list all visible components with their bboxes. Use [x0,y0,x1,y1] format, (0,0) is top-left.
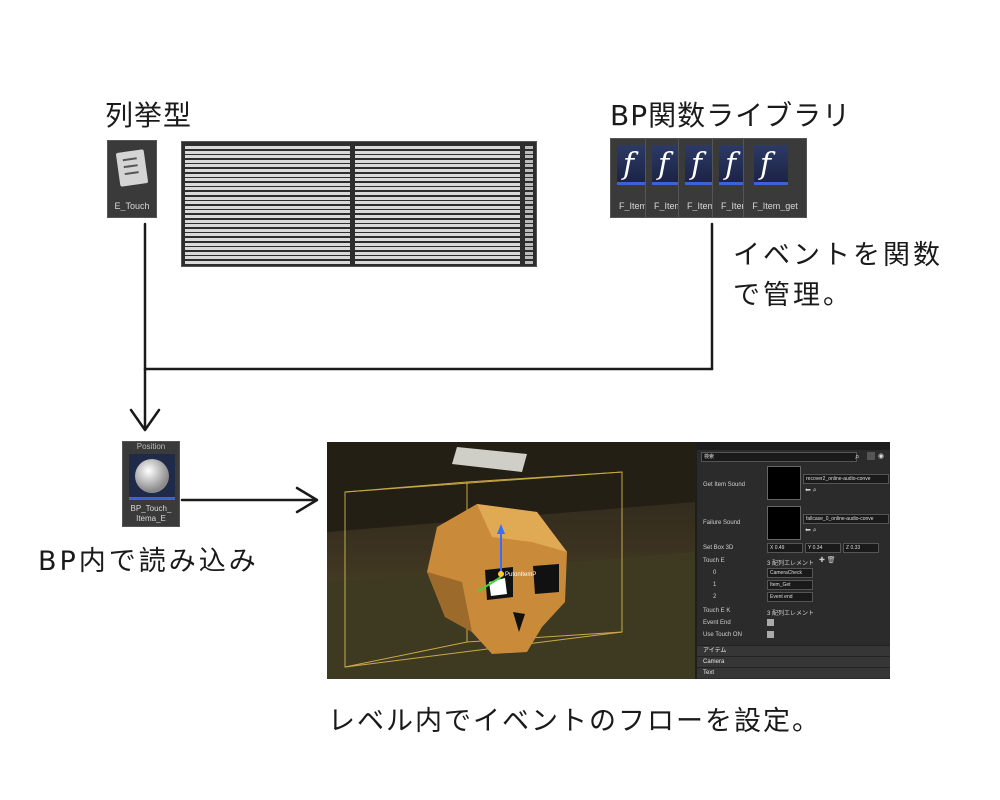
touch-e-count: 3 配列エレメント [767,561,815,567]
level-editor-screenshot: PutonItemP 検索 ⌕ ◉ Get Item Sound recover… [327,442,890,679]
bp-library-heading: BP関数ライブラリ [610,99,852,132]
enum-row [185,242,533,246]
event-end-checkbox[interactable] [767,619,774,626]
enum-row [185,196,533,200]
set-box-x[interactable]: X 0.49 [767,543,803,553]
viewport-scene [327,442,695,679]
enum-row [185,164,533,168]
enum-asset-name: E_Touch [114,201,150,211]
sphere-icon [135,459,169,493]
function-name-3: F_Item [686,201,715,211]
function-name-1: F_Item [618,201,647,211]
enum-row [185,192,533,195]
enum-row [185,247,533,251]
touch-e-0-select[interactable]: CameraCheck [767,568,813,578]
level-viewport[interactable]: PutonItemP [327,442,695,679]
enum-asset-tile[interactable]: E_Touch [107,140,157,218]
add-icon[interactable]: ✚ 🗑 [819,557,836,564]
function-name-4: F_Item [720,201,749,211]
index-1: 1 [713,582,717,588]
bp-asset-top-label: Position [136,442,166,451]
enum-row [185,173,533,177]
enum-row [185,256,533,260]
function-name-5: F_Item_get [752,201,798,211]
bp-load-note: BP内で読み込み [38,546,259,577]
function-tile-5[interactable]: f F_Item_get [743,138,807,218]
arrow-right-head [295,486,319,514]
use-touch-label: Use Touch ON [703,632,742,638]
bp-asset-name: BP_Touch_ Itema_E [130,504,172,523]
set-box-label: Set Box 3D [703,545,734,551]
failure-sound-thumb[interactable] [767,506,801,540]
get-item-sound-thumb[interactable] [767,466,801,500]
failure-sound-label: Failure Sound [703,520,741,526]
bp-asset-tile[interactable]: Position BP_Touch_ Itema_E [122,441,180,527]
touch-ek-count: 3 配列エレメント [767,611,815,617]
enum-row [185,224,533,228]
event-note-line-1: イベントを関数 [733,240,943,271]
enum-row [185,228,533,232]
touch-e-1-select[interactable]: Item_Get [767,580,813,590]
search-icon[interactable]: ⌕ [855,452,860,461]
enum-row [185,146,533,149]
enum-list-icon [116,149,148,187]
browse-arrow-icon[interactable]: ⬅ ⌕ [805,487,817,494]
section-item[interactable]: アイテム [697,645,890,656]
enum-row [185,187,533,191]
enum-row [185,205,533,209]
bp-thumbnail [129,454,175,500]
enum-row [185,215,533,218]
enum-row [185,261,533,264]
touch-ek-label: Touch E K [703,608,731,614]
event-end-label: Event End [703,620,731,626]
enum-row [185,210,533,214]
enum-row [185,238,533,241]
enum-row [185,251,533,255]
enum-row [185,219,533,223]
section-camera[interactable]: Camera [697,656,890,667]
touch-e-2-select[interactable]: Event end [767,592,813,602]
enum-row [185,150,533,154]
enum-row [185,178,533,182]
function-name-2: F_Item [653,201,682,211]
touch-e-label: Touch E [703,558,725,564]
browse-arrow-icon[interactable]: ⬅ ⌕ [805,527,817,534]
set-box-y[interactable]: Y 0.34 [805,543,841,553]
enum-row [185,182,533,186]
enum-row [185,169,533,172]
eye-icon[interactable]: ◉ [878,453,885,460]
failure-sound-select[interactable]: fallcase_0_online-audio-conve [803,514,889,524]
index-2: 2 [713,594,717,600]
event-note: イベントを関数 で管理。 [733,236,943,316]
arrow-down-head [129,408,161,432]
panel-header [697,442,890,450]
viewport-actor-label: PutonItemP [505,572,537,578]
enum-row [185,159,533,163]
function-icon: f [754,145,788,185]
section-text[interactable]: Text [697,667,890,678]
enum-row [185,155,533,159]
index-0: 0 [713,570,717,576]
set-box-z[interactable]: Z 0.33 [843,543,879,553]
enum-entries-table [181,141,537,267]
details-panel: 検索 ⌕ ◉ Get Item Sound recover2_online-au… [697,442,890,679]
use-touch-checkbox[interactable] [767,631,774,638]
grid-view-icon[interactable] [867,452,875,460]
event-note-line-2: で管理。 [733,280,853,311]
enum-row [185,201,533,205]
level-flow-note: レベル内でイベントのフローを設定。 [328,706,821,737]
enum-row [185,233,533,237]
get-item-sound-select[interactable]: recover2_online-audio-conve [803,474,889,484]
enum-heading: 列挙型 [105,99,193,132]
get-item-sound-label: Get Item Sound [703,482,746,488]
search-input[interactable]: 検索 [701,452,857,462]
